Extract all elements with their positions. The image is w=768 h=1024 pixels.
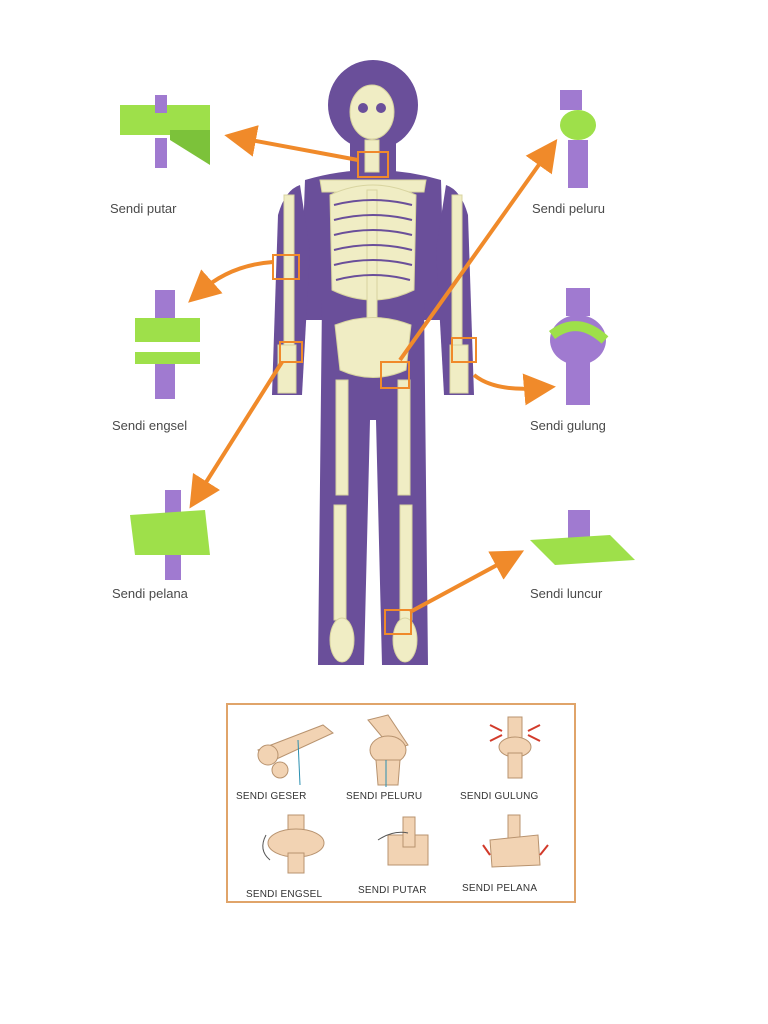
icon-panel-engsel [262, 814, 325, 874]
bones [277, 84, 469, 663]
joint-arrows [188, 125, 558, 614]
icon-panel-geser [257, 724, 334, 786]
skeleton-illustration [120, 60, 635, 665]
icon-sendi-peluru [560, 90, 596, 188]
icon-panel-peluru [367, 714, 409, 787]
label-sendi-putar: Sendi putar [110, 201, 177, 216]
label-sendi-engsel: Sendi engsel [112, 418, 188, 433]
panel-label-engsel: SENDI ENGSEL [246, 889, 323, 900]
joint-types-panel: SENDI GESER SENDI PELURU SENDI GULUNG SE… [226, 703, 576, 903]
skull-face [358, 103, 386, 113]
label-sendi-peluru: Sendi peluru [532, 201, 605, 216]
icon-sendi-gulung [548, 288, 609, 405]
panel-label-pelana: SENDI PELANA [462, 883, 538, 894]
joint-markers [272, 151, 477, 635]
icon-sendi-putar [120, 95, 210, 168]
icon-sendi-pelana [130, 490, 210, 580]
panel-label-gulung: SENDI GULUNG [460, 791, 539, 802]
ribs [333, 199, 413, 281]
panel-label-geser: SENDI GESER [236, 791, 307, 802]
label-sendi-pelana: Sendi pelana [112, 586, 188, 601]
icon-panel-pelana [482, 814, 549, 868]
icon-panel-gulung [489, 716, 541, 779]
icon-panel-putar [377, 816, 429, 866]
panel-label-peluru: SENDI PELURU [346, 791, 423, 802]
label-sendi-gulung: Sendi gulung [530, 418, 606, 433]
panel-illustrations [257, 714, 549, 874]
label-sendi-luncur: Sendi luncur [530, 586, 603, 601]
icon-sendi-engsel [135, 290, 200, 399]
panel-label-putar: SENDI PUTAR [358, 885, 427, 896]
icon-sendi-luncur [530, 510, 635, 565]
